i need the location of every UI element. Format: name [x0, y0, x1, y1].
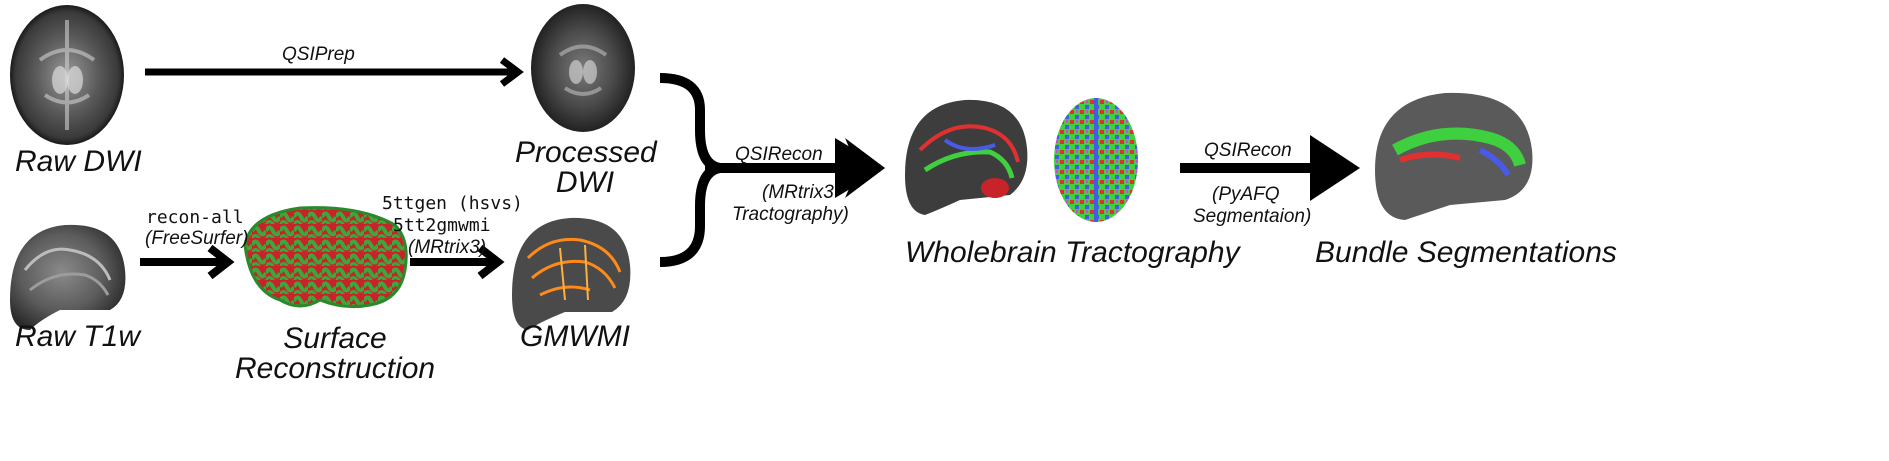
- label-surface-2: Reconstruction: [235, 352, 436, 385]
- edge-label-qsiprep: QSIPrep: [282, 44, 355, 65]
- label-processed-dwi-1: Processed: [515, 136, 657, 169]
- raw-t1w-image: [10, 224, 126, 330]
- edge-label-reconall-cmd: recon-all: [146, 207, 244, 228]
- edge-label-reconall-tool: (FreeSurfer): [145, 228, 249, 249]
- label-wholebrain: Wholebrain Tractography: [905, 236, 1240, 269]
- edge-label-qsirecon-2: QSIRecon: [1204, 140, 1292, 161]
- arrow-qsirecon-pyafq: [1180, 135, 1360, 201]
- label-raw-t1w: Raw T1w: [15, 320, 141, 353]
- label-bundles: Bundle Segmentations: [1315, 236, 1617, 269]
- arrow-qsirecon-tractography: [705, 138, 885, 198]
- label-gmwmi: GMWMI: [520, 320, 630, 353]
- wholebrain-axial-image: [1054, 98, 1138, 222]
- surface-reconstruction-image: [243, 206, 408, 309]
- edge-label-5ttgen: 5ttgen (hsvs): [382, 193, 523, 214]
- raw-dwi-image: [10, 5, 124, 145]
- edge-label-pyafq: (PyAFQ: [1212, 184, 1280, 205]
- edge-label-segmentaion: Segmentaion): [1193, 206, 1312, 227]
- bundle-segmentation-image: [1375, 92, 1533, 220]
- edge-label-tractography: Tractography): [732, 204, 849, 225]
- arrow-5ttgen: [410, 244, 505, 280]
- edge-label-mrtrix3: (MRtrix3): [408, 237, 487, 258]
- label-processed-dwi-2: DWI: [555, 166, 615, 199]
- edge-label-qsirecon-1: QSIRecon: [735, 144, 823, 165]
- edge-label-mrtrix3-tract: (MRtrix3: [762, 182, 834, 203]
- edge-label-5tt2gmwmi: 5tt2gmwmi: [393, 215, 491, 236]
- wholebrain-sagittal-image: [905, 99, 1028, 215]
- arrow-reconall: [140, 244, 235, 280]
- arrow-qsiprep: [145, 57, 524, 87]
- processed-dwi-image: [531, 4, 635, 132]
- label-raw-dwi: Raw DWI: [15, 145, 142, 178]
- label-surface-1: Surface: [283, 322, 387, 355]
- gmwmi-image: [512, 217, 631, 330]
